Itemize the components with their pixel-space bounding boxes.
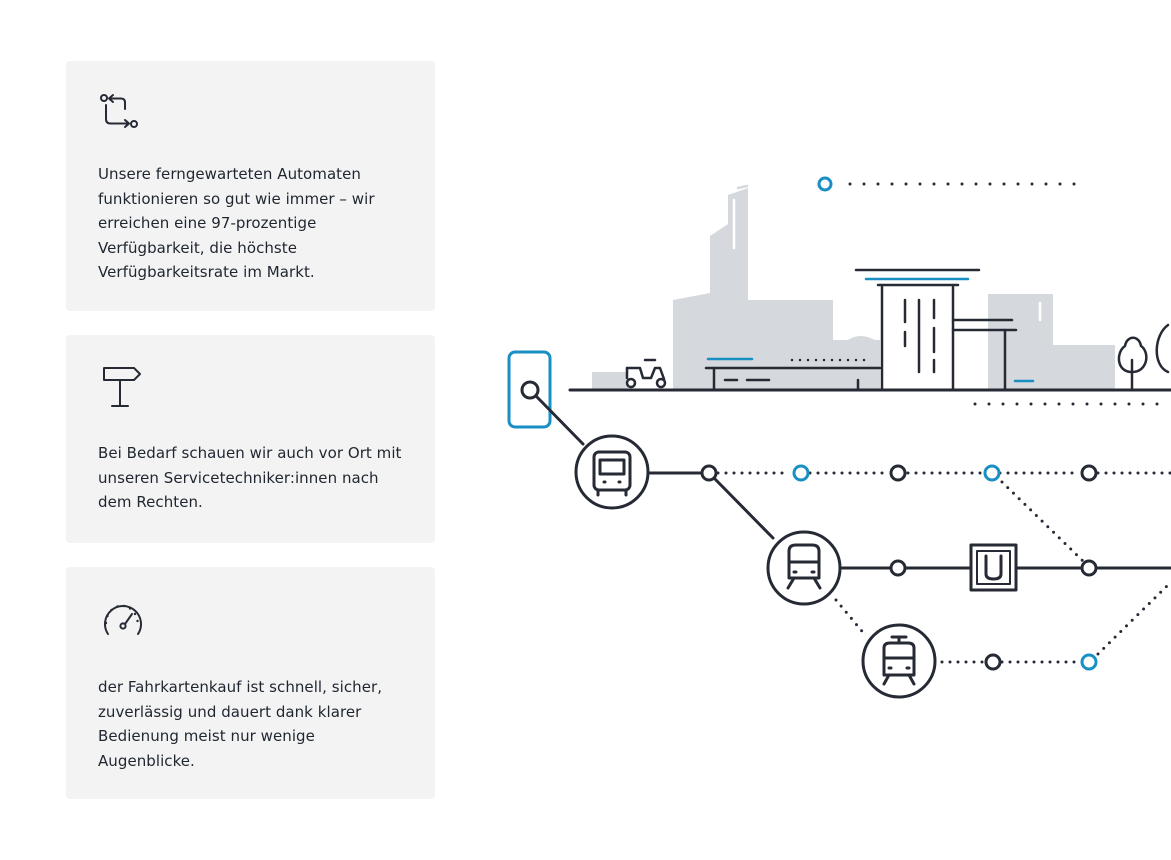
feature-text-availability: Unsere ferngewarteten Automaten funktion… [98, 165, 375, 281]
signpost-icon [103, 367, 141, 407]
tram-icon [861, 623, 937, 699]
feature-card-availability: Unsere ferngewarteten Automaten funktion… [66, 61, 435, 311]
sync-arrows-icon [100, 94, 138, 128]
speedometer-icon [104, 604, 142, 635]
subway-sign-icon [969, 543, 1018, 592]
train-icon [766, 530, 842, 606]
network-lines [534, 394, 1171, 570]
dotted-network-lines [716, 471, 1171, 664]
network-node-blue [817, 176, 833, 192]
tree-icon [1117, 323, 1170, 390]
station-building [704, 268, 1018, 392]
smartphone-icon [507, 350, 552, 429]
scooter-icon [625, 358, 667, 389]
feature-card-onsite-service: Bei Bedarf schauen wir auch vor Ort mit … [66, 335, 435, 543]
feature-card-fast-purchase: der Fahrkartenkauf ist schnell, sicher, … [66, 567, 435, 799]
feature-text-fast-purchase: der Fahrkartenkauf ist schnell, sicher, … [98, 678, 383, 770]
bus-icon [574, 434, 650, 510]
city-skyline [592, 188, 1115, 390]
network-nodes [700, 464, 1098, 671]
feature-text-onsite-service: Bei Bedarf schauen wir auch vor Ort mit … [98, 444, 402, 511]
building-highlights [684, 184, 1042, 322]
